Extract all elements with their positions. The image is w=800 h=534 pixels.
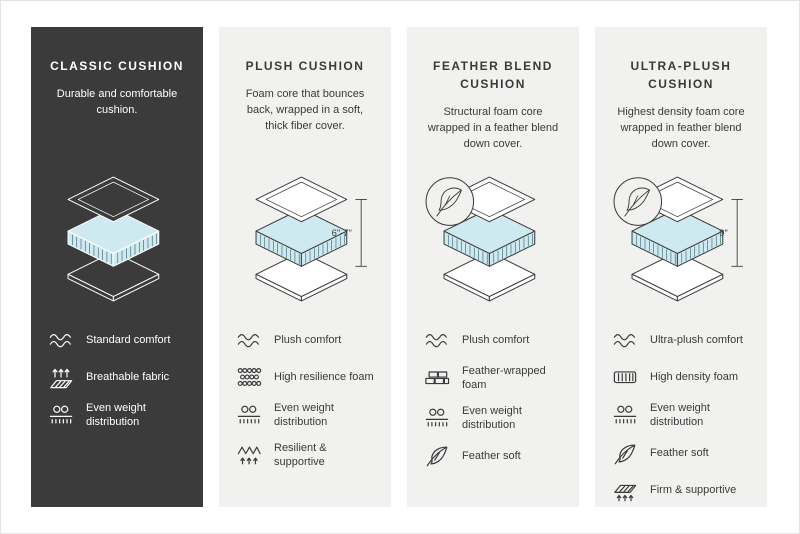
feature-item: Even weight distribution: [423, 404, 565, 433]
cushion-illustration: 9": [613, 176, 743, 302]
weight-distribution-icon: [611, 403, 641, 427]
feature-item: Firm & supportive: [611, 478, 753, 504]
feature-label: Resilient & supportive: [274, 441, 327, 468]
feature-item: Even weight distribution: [235, 401, 377, 430]
panel-description: Highest density foam core wrapped in fea…: [617, 106, 745, 150]
density-foam-icon: [611, 365, 641, 389]
firm-support-icon: [611, 479, 641, 503]
foam-bubbles-icon: [235, 365, 265, 389]
feature-item: High resilience foam: [235, 364, 377, 390]
feature-label: Breathable fabric: [86, 370, 170, 383]
spring-icon: [235, 443, 265, 467]
panel-description: Durable and comfortable cushion.: [56, 88, 178, 116]
feature-item: Even weight distribution: [47, 401, 189, 430]
panel-ultra-plush: Ultra-Plush CushionHighest density foam …: [595, 27, 767, 507]
bricks-icon: [423, 366, 453, 390]
waves-icon: [235, 328, 265, 352]
feature-item: Plush comfort: [235, 327, 377, 353]
feature-label: High density foam: [650, 370, 739, 383]
feature-label: Even weight distribution: [650, 402, 710, 429]
feature-label: Even weight distribution: [462, 404, 522, 431]
feature-item: Feather soft: [611, 441, 753, 467]
panel-header: Feather Blend CushionStructural foam cor…: [421, 57, 565, 161]
feature-label: Even weight distribution: [274, 402, 334, 429]
feature-label: High resilience foam: [274, 370, 374, 383]
feather-badge: [425, 177, 475, 226]
panel-description: Structural foam core wrapped in a feathe…: [427, 106, 559, 150]
feather-badge: [613, 177, 663, 226]
feature-label: Feather soft: [462, 450, 521, 463]
panel-feather-blend: Feather Blend CushionStructural foam cor…: [407, 27, 579, 507]
cushion-illustration: [425, 176, 536, 302]
feather-icon: [611, 442, 641, 466]
panel-title: Feather Blend Cushion: [433, 59, 553, 91]
feature-item: High density foam: [611, 364, 753, 390]
height-measurement-label: 6"-7": [332, 228, 352, 238]
height-measurement: 6"-7": [332, 198, 367, 267]
cushion-diagram: 9": [609, 161, 753, 317]
feature-label: Plush comfort: [462, 333, 530, 346]
feature-item: Breathable fabric: [47, 364, 189, 390]
panel-title: Classic Cushion: [50, 59, 184, 73]
panel-title: Plush Cushion: [245, 59, 365, 73]
feature-label: Ultra-plush comfort: [650, 333, 743, 346]
cushion-illustration: 6"-7": [255, 176, 367, 302]
feature-item: Plush comfort: [423, 327, 565, 353]
panel-classic: Classic CushionDurable and comfortable c…: [31, 27, 203, 507]
panel-plush: Plush CushionFoam core that bounces back…: [219, 27, 391, 507]
cushion-diagram: [45, 161, 189, 317]
feather-icon: [423, 444, 453, 468]
height-measurement: 9": [719, 198, 743, 267]
weight-distribution-icon: [423, 406, 453, 430]
feature-item: Standard comfort: [47, 327, 189, 353]
panel-header: Ultra-Plush CushionHighest density foam …: [609, 57, 753, 161]
feature-label: Plush comfort: [274, 333, 342, 346]
weight-distribution-icon: [47, 403, 77, 427]
feature-item: Feather soft: [423, 443, 565, 469]
cushion-diagram: 6"-7": [233, 161, 377, 317]
cushion-diagram: [421, 161, 565, 317]
panel-header: Classic CushionDurable and comfortable c…: [45, 57, 189, 161]
waves-icon: [47, 328, 77, 352]
waves-icon: [611, 328, 641, 352]
panel-description: Foam core that bounces back, wrapped in …: [245, 88, 365, 132]
breathable-icon: [47, 365, 77, 389]
feature-item: Resilient & supportive: [235, 441, 377, 470]
cushion-illustration: [67, 176, 160, 302]
waves-icon: [423, 328, 453, 352]
feature-label: Feather-wrapped foam: [462, 365, 546, 392]
feature-label: Feather soft: [650, 447, 709, 460]
feature-item: Even weight distribution: [611, 401, 753, 430]
feature-item: Ultra-plush comfort: [611, 327, 753, 353]
height-measurement-label: 9": [719, 228, 728, 238]
feature-label: Even weight distribution: [86, 402, 146, 429]
feature-label: Standard comfort: [86, 333, 171, 346]
feature-item: Feather-wrapped foam: [423, 364, 565, 393]
panel-header: Plush CushionFoam core that bounces back…: [233, 57, 377, 161]
weight-distribution-icon: [235, 403, 265, 427]
panel-title: Ultra-Plush Cushion: [630, 59, 732, 91]
feature-label: Firm & supportive: [650, 484, 737, 497]
